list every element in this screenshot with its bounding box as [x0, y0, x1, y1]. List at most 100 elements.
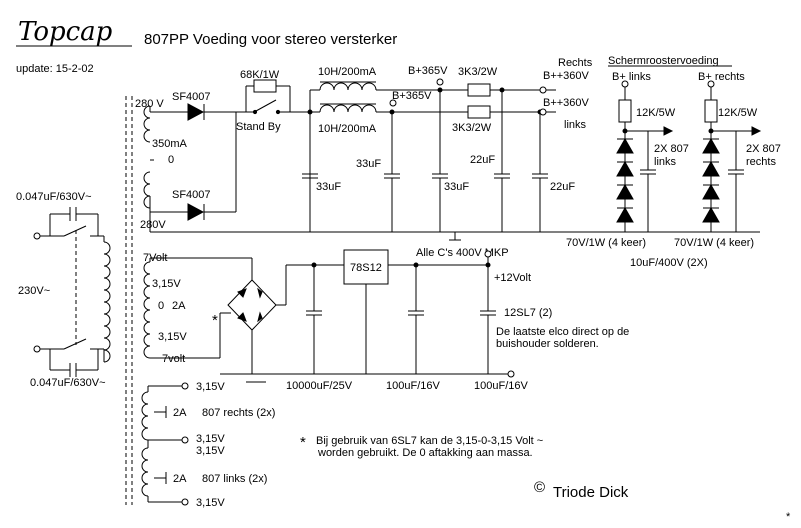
diode-sf4007-bottom [187, 203, 205, 221]
page-title: 807PP Voeding voor stereo versterker [144, 31, 397, 48]
hv-filter [302, 78, 556, 232]
screen-supply-title: Schermroostervoeding [608, 55, 719, 67]
cap-100uf-1-label: 100uF/16V [386, 380, 440, 392]
resistor-3k3-left [467, 105, 491, 119]
standby-switch[interactable] [236, 79, 310, 115]
b-left-label: B+ links [612, 71, 651, 83]
lv-note-line2: buishouder solderen. [496, 338, 599, 350]
zener-right-1 [702, 137, 720, 154]
signature-name: Triode Dick [553, 484, 629, 501]
out-right-label: B++360V [543, 70, 590, 82]
lv-output-label: +12Volt [494, 272, 531, 284]
res-12k-left-label: 12K/5W [636, 107, 676, 119]
mains-voltage-label: 230V~ [18, 285, 50, 297]
footnote-line1: Bij gebruik van 6SL7 kan de 3,15-0-3,15 … [316, 435, 543, 447]
cap-22uf-2-label: 22uF [550, 181, 575, 193]
hv-current-label: 350mA [152, 138, 188, 150]
lv-tap-7volt-bottom: 7volt [162, 353, 185, 365]
mains-transformer [103, 96, 151, 505]
diode-sf4007-top [187, 103, 205, 121]
res-3k3-right-label: 3K3/2W [458, 66, 498, 78]
zener-left-4 [616, 206, 634, 223]
lv-tap-315-bottom: 3,15V [158, 331, 187, 343]
mains-switch-top [63, 225, 87, 237]
lv-load-label: 12SL7 (2) [504, 307, 552, 319]
out-left-name: links [564, 119, 587, 131]
lv-out-terminal[interactable] [484, 250, 492, 258]
zener-right-3 [702, 183, 720, 200]
screen-left-out-line1: 2X 807 [654, 143, 689, 155]
screen-supply-right [702, 80, 762, 232]
heater-windings [147, 382, 189, 506]
mains-switch-bottom [63, 338, 87, 350]
res-12k-right-label: 12K/5W [718, 107, 758, 119]
lv-tap-zero: 0 [158, 300, 164, 312]
lv-tap-current: 2A [172, 300, 186, 312]
hv-rectifier [149, 103, 760, 241]
node-365-bottom-label: B+365V [392, 90, 432, 102]
resistor-12k-right [704, 99, 718, 123]
b-right-label: B+ rechts [698, 71, 745, 83]
cap-22uf-1-label: 22uF [470, 154, 495, 166]
heater-left-label: 807 links (2x) [202, 473, 267, 485]
lv-tap-star: * [212, 312, 218, 329]
heater-right-current: 2A [173, 407, 187, 419]
zener-left-3 [616, 183, 634, 200]
heater-right-terminal-bottom[interactable] [181, 436, 189, 444]
cap-33uf-1-label: 33uF [316, 181, 341, 193]
heater-left-terminal-bottom[interactable] [181, 498, 189, 506]
update-date: update: 15-2-02 [16, 63, 94, 75]
heater-volt-2: 3,15V [196, 433, 225, 445]
footnote-star: * [300, 434, 306, 451]
res-3k3-left-label: 3K3/2W [452, 122, 492, 134]
zener-left-2 [616, 160, 634, 177]
out-left-terminal[interactable] [539, 108, 547, 116]
zener-left-1 [616, 137, 634, 154]
cap-33uf-3-label: 33uF [444, 181, 469, 193]
regulator-label: 78S12 [350, 262, 382, 274]
screen-right-out-line1: 2X 807 [746, 143, 781, 155]
footnote-line2: worden gebruikt. De 0 aftakking aan mass… [317, 447, 533, 459]
zener-left-label: 70V/1W (4 keer) [566, 237, 646, 249]
hv-center-label: 0 [168, 154, 174, 166]
choke-right [319, 82, 377, 91]
cap-note: Alle C's 400V MKP [416, 247, 509, 259]
regulator-78s12 [343, 249, 389, 285]
lv-regulator [220, 249, 515, 378]
hv-chokes [309, 81, 440, 232]
cap-100uf-2-label: 100uF/16V [474, 380, 528, 392]
choke-left [319, 104, 377, 113]
diode-top-label: SF4007 [172, 91, 211, 103]
zener-right-4 [702, 206, 720, 223]
cap-10000uf-label: 10000uF/25V [286, 380, 353, 392]
lv-tap-315-top: 3,15V [152, 278, 181, 290]
mains-terminal-top[interactable] [33, 232, 41, 240]
out-left-label: B++360V [543, 97, 590, 109]
heater-right-terminal-top[interactable] [181, 382, 189, 390]
out-right-terminal[interactable] [539, 86, 547, 94]
signature-copyright: © [534, 479, 545, 496]
heater-volt-4: 3,15V [196, 497, 225, 509]
standby-resistor [253, 79, 277, 93]
screen-right-out-line2: rechts [746, 156, 776, 168]
screen-left-out-line2: links [654, 156, 677, 168]
mains-cap-bottom-label: 0.047uF/630V~ [30, 377, 106, 389]
hv-winding-bottom-label: 280V [140, 219, 166, 231]
mains-input [33, 207, 105, 377]
choke-left-label: 10H/200mA [318, 123, 377, 135]
lv-ground-terminal[interactable] [507, 370, 515, 378]
cap-33uf-2-label: 33uF [356, 158, 381, 170]
heater-right-label: 807 rechts (2x) [202, 407, 275, 419]
lv-bridge [149, 257, 344, 383]
mains-cap-top-label: 0.047uF/630V~ [16, 191, 92, 203]
resistor-12k-left [618, 99, 632, 123]
lv-note-line1: De laatste elco direct op de [496, 326, 629, 338]
standby-label: Stand By [236, 121, 281, 133]
heater-left-current: 2A [173, 473, 187, 485]
corner-mark: * [786, 511, 791, 523]
b365-top-terminal[interactable] [436, 78, 444, 86]
b365-bottom-terminal[interactable] [389, 99, 397, 107]
mains-terminal-bottom[interactable] [33, 345, 41, 353]
heater-volt-3: 3,15V [196, 445, 225, 457]
